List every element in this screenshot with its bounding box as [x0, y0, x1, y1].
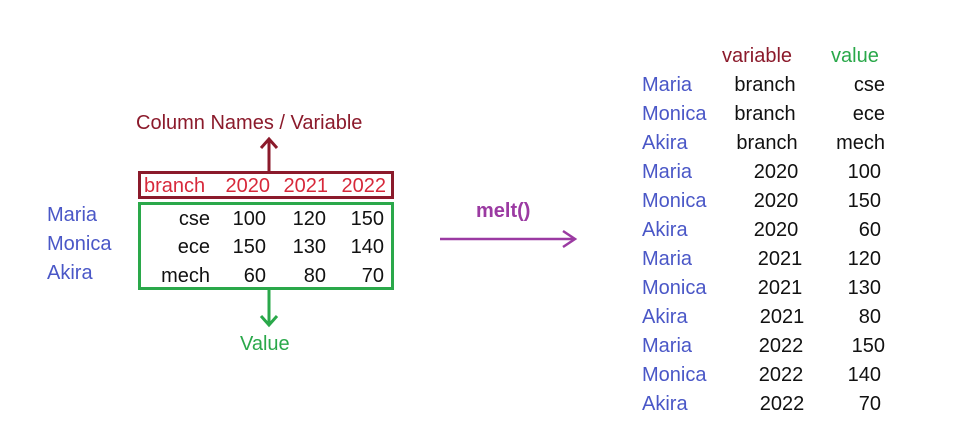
long-row-value: 60	[858, 219, 881, 241]
header-cell-branch: branch	[144, 175, 206, 197]
long-row-variable: 2022	[759, 393, 805, 415]
table-cell: mech	[161, 265, 210, 287]
long-row-value: 70	[858, 393, 881, 415]
value-box	[138, 202, 394, 290]
value-header: value	[831, 45, 879, 67]
long-row-value: 140	[847, 364, 881, 386]
long-row-value: 150	[851, 335, 885, 357]
long-row-value: 80	[858, 306, 881, 328]
long-row-name: Monica	[642, 103, 707, 125]
header-cell-2022: 2022	[341, 175, 387, 197]
long-row-name: Akira	[642, 393, 688, 415]
table-cell: 100	[232, 208, 266, 230]
long-row-name: Akira	[642, 132, 688, 154]
long-row-variable: 2021	[757, 248, 803, 270]
table-cell: 70	[361, 265, 384, 287]
table-cell: 120	[292, 208, 326, 230]
melt-label: melt()	[476, 200, 531, 222]
long-row-variable: branch	[734, 74, 796, 96]
long-row-name: Monica	[642, 190, 707, 212]
long-row-name: Akira	[642, 306, 688, 328]
long-row-variable: branch	[734, 103, 796, 125]
table-cell: 80	[303, 265, 326, 287]
up-arrow-icon	[259, 136, 279, 171]
long-row-name: Maria	[642, 74, 693, 96]
long-row-value: 150	[847, 190, 881, 212]
long-row-value: cse	[853, 74, 885, 96]
long-row-variable: branch	[736, 132, 798, 154]
long-row-variable: 2021	[759, 306, 805, 328]
table-cell: cse	[178, 208, 210, 230]
long-row-variable: 2021	[757, 277, 803, 299]
table-cell: 150	[350, 208, 384, 230]
header-cell-2021: 2021	[283, 175, 329, 197]
long-row-variable: 2022	[758, 364, 804, 386]
long-row-value: 100	[847, 161, 881, 183]
row-name-0: Maria	[47, 204, 98, 226]
down-arrow-icon	[259, 290, 279, 328]
long-row-name: Maria	[642, 335, 693, 357]
long-row-name: Monica	[642, 364, 707, 386]
column-names-variable-label: Column Names / Variable	[136, 112, 363, 134]
long-row-value: 130	[847, 277, 881, 299]
table-cell: ece	[177, 236, 210, 258]
long-row-name: Maria	[642, 248, 693, 270]
long-row-variable: 2022	[758, 335, 804, 357]
table-cell: 130	[292, 236, 326, 258]
long-row-name: Akira	[642, 219, 688, 241]
long-row-value: 120	[847, 248, 881, 270]
table-cell: 140	[350, 236, 384, 258]
header-cell-2020: 2020	[225, 175, 271, 197]
long-row-name: Monica	[642, 277, 707, 299]
table-cell: 60	[243, 265, 266, 287]
table-cell: 150	[232, 236, 266, 258]
value-label: Value	[240, 333, 290, 355]
long-row-variable: 2020	[753, 219, 799, 241]
long-row-variable: 2020	[753, 161, 799, 183]
long-row-variable: 2020	[753, 190, 799, 212]
long-row-name: Maria	[642, 161, 693, 183]
variable-header: variable	[722, 45, 793, 67]
row-name-1: Monica	[47, 233, 112, 255]
long-row-value: mech	[836, 132, 885, 154]
long-row-value: ece	[852, 103, 885, 125]
melt-arrow-icon	[440, 229, 578, 249]
row-name-2: Akira	[47, 262, 93, 284]
column-header-box	[138, 171, 394, 199]
